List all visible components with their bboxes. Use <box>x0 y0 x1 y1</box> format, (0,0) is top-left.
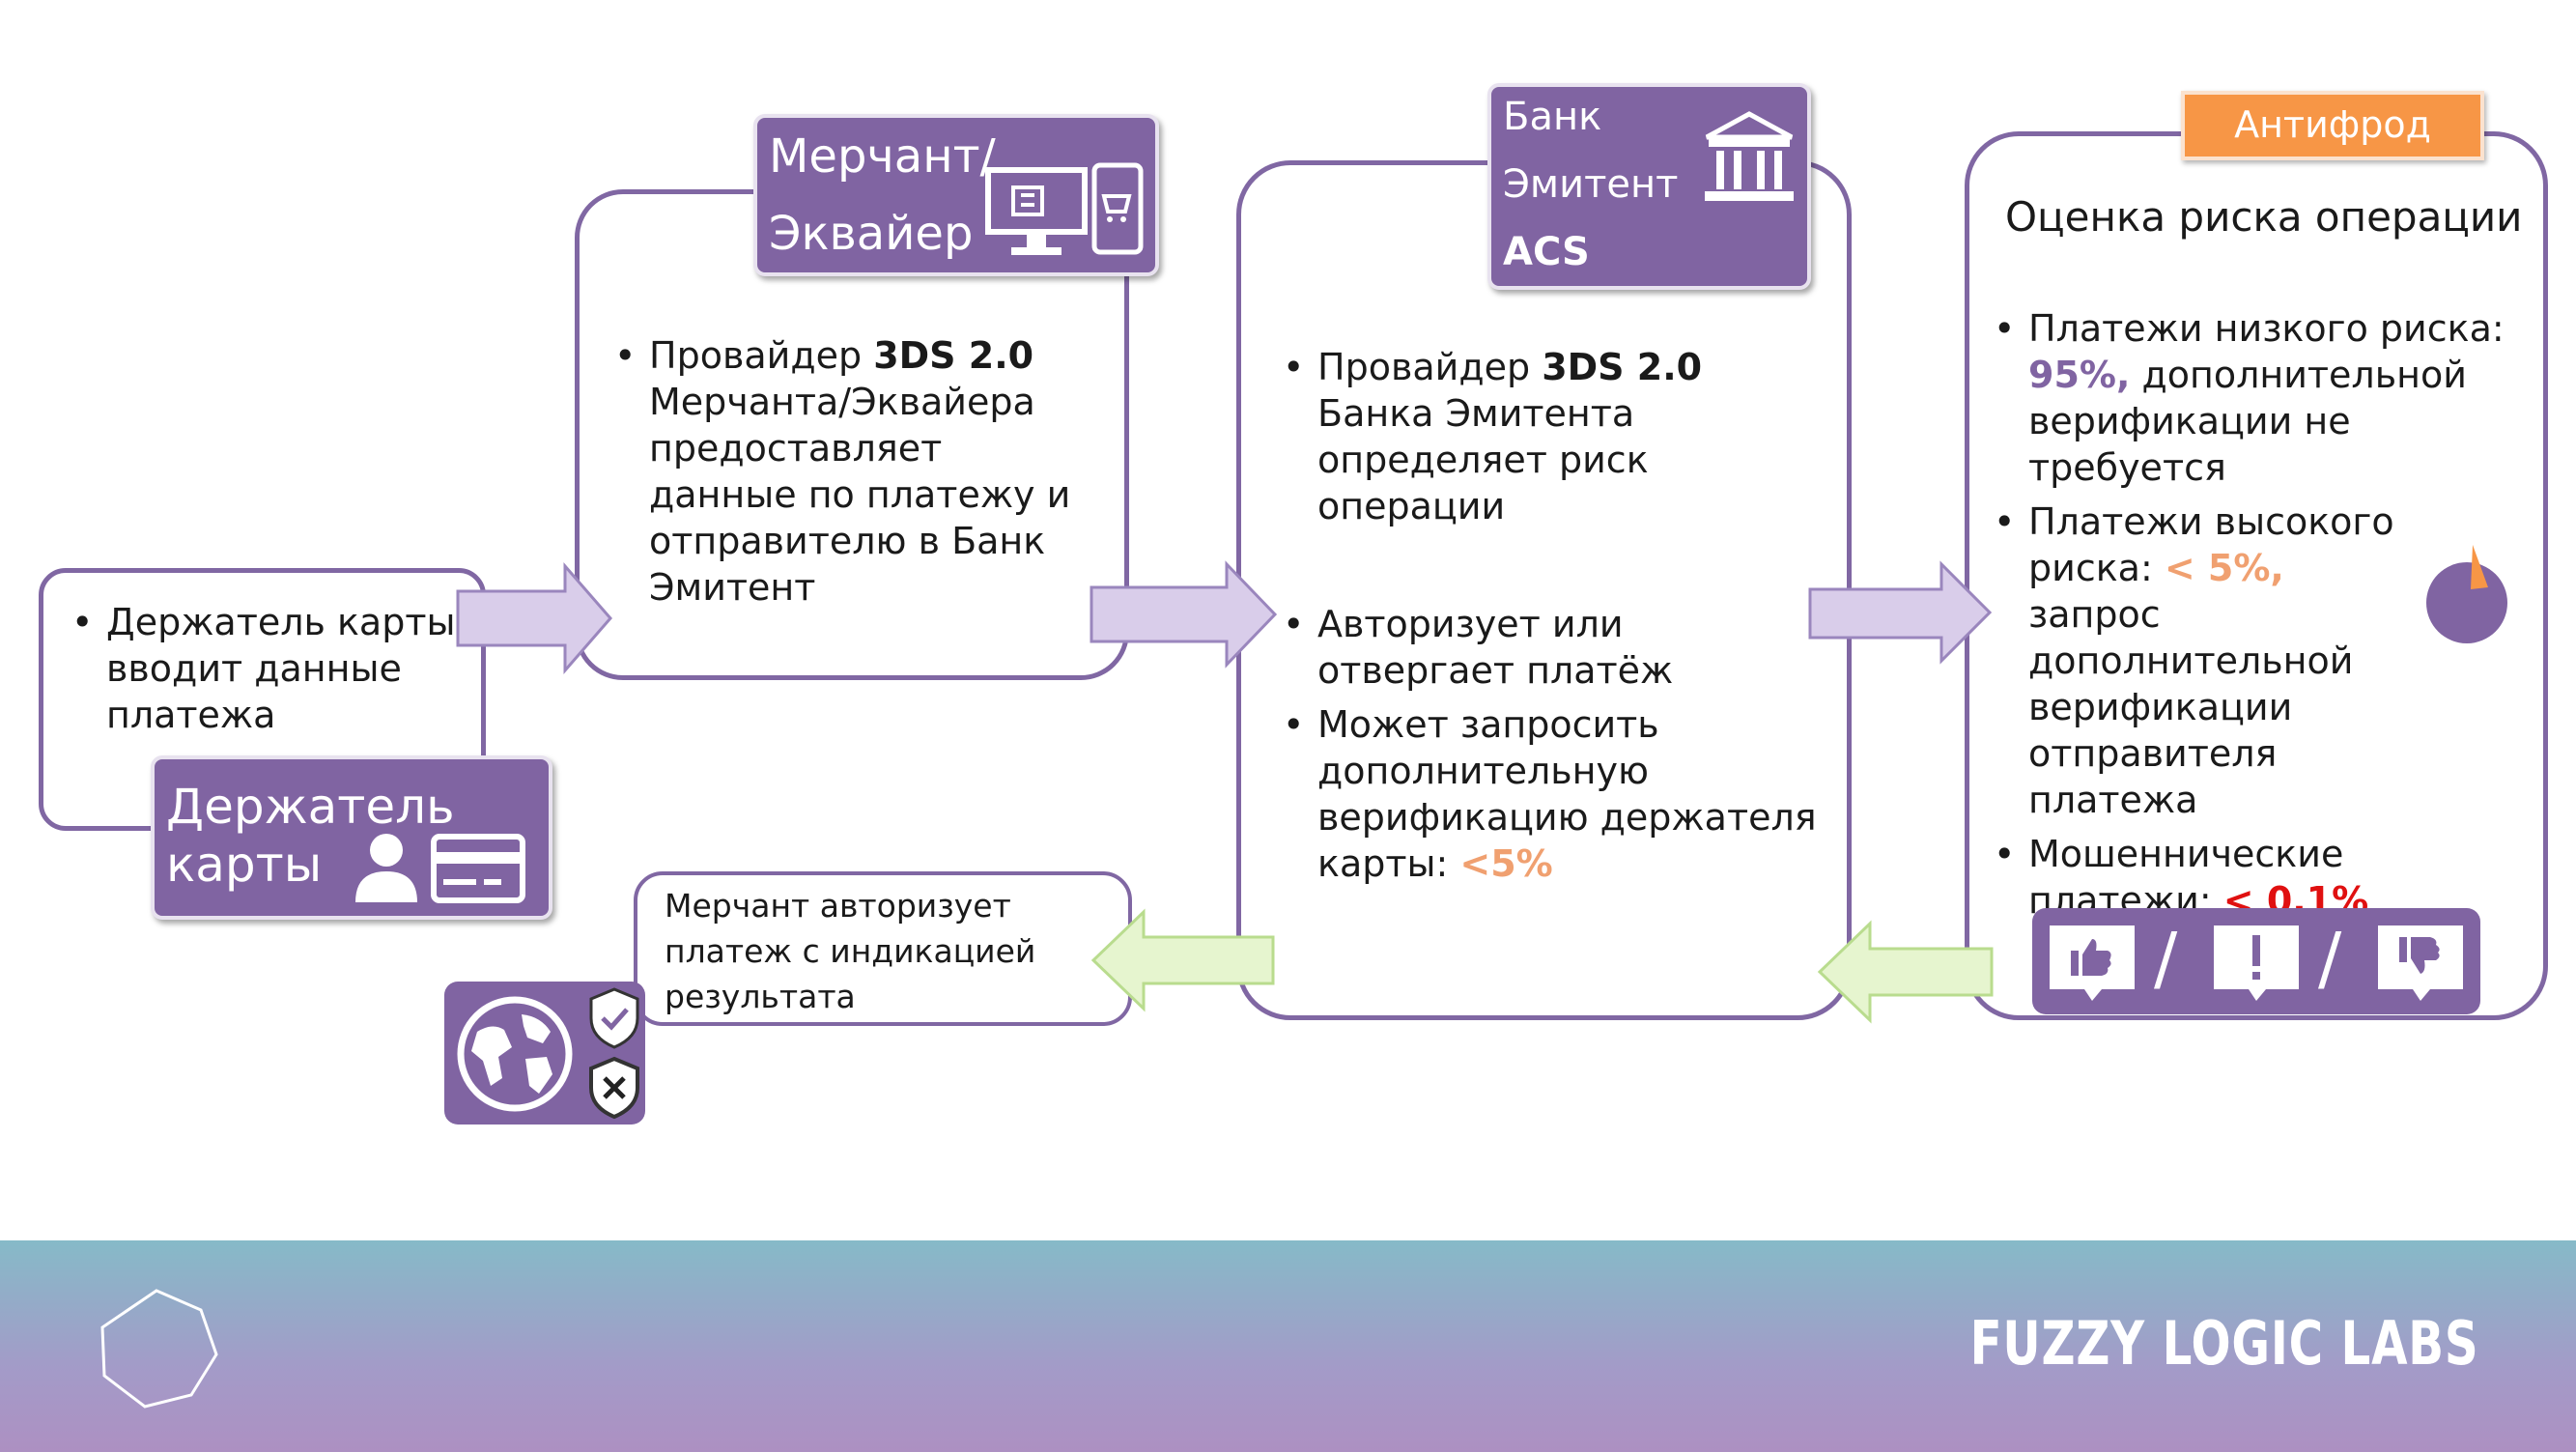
antifraud-title: Оценка риска операции <box>2005 193 2523 241</box>
antifraud-tag-text: Антифрод <box>2234 103 2431 146</box>
bank-icon <box>1705 111 1794 201</box>
credit-card-icon <box>431 834 525 903</box>
issuer-bullet-1-pre: Провайдер <box>1317 346 1543 388</box>
issuer-bullet-1-post: Банка Эмитента определяет риск операции <box>1317 392 1649 527</box>
issuer-bullet-1-bold: 3DS 2.0 <box>1542 346 1703 388</box>
footer-band: FUZZY LOGIC LABS <box>0 1240 2576 1452</box>
cardholder-bullet-1: Держатель карты вводит данные платежа <box>71 599 458 738</box>
verdict-panel: / / <box>2032 908 2480 1014</box>
arrow-merchant-to-issuer <box>1090 560 1278 669</box>
risk-pie-icon <box>2426 545 2507 643</box>
antifraud-bullet-1-value: 95%, <box>2028 354 2131 396</box>
merchant-label-line1: Мерчант/ <box>769 129 996 184</box>
antifraud-bullet-1: Платежи низкого риска: 95%, дополнительн… <box>1994 305 2515 491</box>
antifraud-tag: Антифрод <box>2181 91 2484 160</box>
merchant-bullet-1-pre: Провайдер <box>649 334 874 377</box>
verdict-separator-1: / <box>2154 918 2178 999</box>
shield-x-icon <box>589 1056 639 1120</box>
cardholder-label-line1: Держатель <box>166 779 455 835</box>
thumbs-down-icon <box>2378 925 2463 1001</box>
person-icon <box>355 834 417 902</box>
computer-icon <box>985 167 1088 255</box>
issuer-bullet-1: Провайдер 3DS 2.0 Банка Эмитента определ… <box>1283 344 1824 529</box>
issuer-bullet-2: Авторизует или отвергает платёж <box>1283 601 1824 694</box>
arrow-antifraud-to-issuer <box>1817 920 1994 1024</box>
globe-icon <box>457 996 573 1112</box>
issuer-label-line2: Эмитент <box>1503 162 1679 207</box>
merchant-label: Мерчант/ Эквайер <box>753 114 1159 276</box>
antifraud-bullet-2: Платежи высокого риска: < 5%, запрос доп… <box>1994 498 2515 823</box>
verdict-separator-2: / <box>2318 918 2342 999</box>
issuer-bullet-3-value: <5% <box>1459 842 1553 885</box>
footer-brand: FUZZY LOGIC LABS <box>1970 1308 2479 1379</box>
result-icon-panel <box>444 982 645 1125</box>
antifraud-bullet-1-post: дополнительной верификации не требуется <box>2028 354 2467 489</box>
merchant-bullet-1-post: Мерчанта/Эквайера предоставляет данные п… <box>649 381 1071 609</box>
merchant-bullet-1-bold: 3DS 2.0 <box>873 334 1034 377</box>
issuer-label-line1: Банк <box>1503 95 1602 139</box>
cardholder-label-line2: карты <box>166 837 323 893</box>
merchant-label-line2: Эквайер <box>769 207 974 261</box>
issuer-label-line3: ACS <box>1503 230 1590 274</box>
arrow-issuer-to-antifraud <box>1808 560 1993 665</box>
merchant-bullet-1: Провайдер 3DS 2.0 Мерчанта/Эквайера пред… <box>614 332 1097 611</box>
merchant-bullets: Провайдер 3DS 2.0 Мерчанта/Эквайера пред… <box>614 332 1097 611</box>
antifraud-bullets: Платежи низкого риска: 95%, дополнительн… <box>1994 305 2515 924</box>
issuer-bullets-bottom: Авторизует или отвергает платёж Может за… <box>1283 601 1824 887</box>
antifraud-bullet-2-value: < 5%, <box>2164 547 2284 589</box>
cardholder-label: Держатель карты <box>151 755 552 920</box>
antifraud-bullet-1-pre: Платежи низкого риска: <box>2028 307 2505 350</box>
exclamation-icon <box>2214 925 2299 1001</box>
antifraud-bullet-2-pre: Платежи высокого риска: <box>2028 500 2394 589</box>
cardholder-bullets: Держатель карты вводит данные платежа <box>71 599 458 738</box>
smartphone-icon <box>1091 162 1144 255</box>
issuer-bullets-top: Провайдер 3DS 2.0 Банка Эмитента определ… <box>1283 344 1824 529</box>
issuer-label: Банк Эмитент ACS <box>1487 83 1811 290</box>
result-text: Мерчант авторизует платеж с индикацией р… <box>665 887 1036 1015</box>
result-box <box>634 871 1132 1026</box>
issuer-bullet-3: Может запросить дополнительную верификац… <box>1283 701 1824 887</box>
arrow-cardholder-to-merchant <box>456 561 612 675</box>
arrow-issuer-to-result <box>1090 908 1275 1012</box>
issuer-bullet-3-pre: Может запросить дополнительную верификац… <box>1317 703 1817 885</box>
antifraud-bullet-2-post: запрос дополнительной верификации отправ… <box>2028 593 2354 821</box>
heptagon-logo-icon <box>100 1289 218 1409</box>
thumbs-up-icon <box>2050 925 2135 1001</box>
shield-check-icon <box>589 987 639 1049</box>
